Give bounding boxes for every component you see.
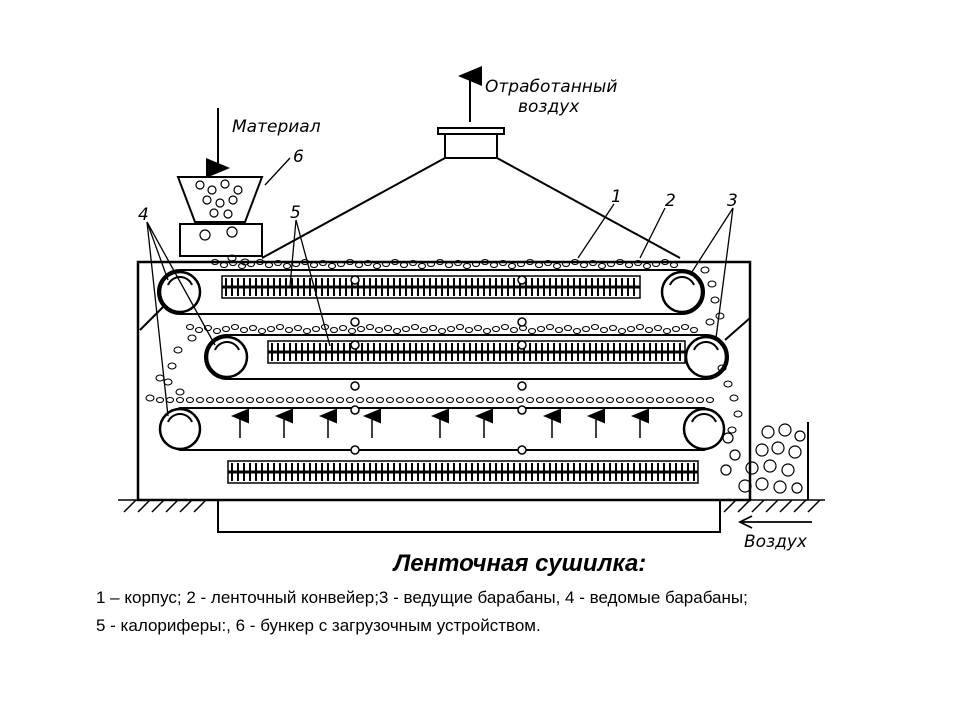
hopper-material xyxy=(195,179,243,241)
heater-3 xyxy=(227,460,699,484)
label-number-1: 1 xyxy=(611,187,622,207)
air-flow-arrows xyxy=(231,408,649,438)
belt-dryer-diagram: Отработанный воздух Материал xyxy=(118,66,825,552)
diagram-title: Ленточная сушилка: xyxy=(393,550,647,577)
ground-left xyxy=(118,499,218,513)
label-number-3: 3 xyxy=(727,191,738,211)
legend-line-2: 5 - калориферы:, 6 - бункер с загрузочны… xyxy=(96,616,541,635)
heater-2 xyxy=(267,340,686,364)
label-material: Материал xyxy=(232,117,321,137)
legend-line-1: 1 – корпус; 2 - ленточный конвейер;3 - в… xyxy=(96,588,748,607)
support-rollers xyxy=(350,275,527,455)
heater-1 xyxy=(221,275,641,299)
exhaust-hood xyxy=(261,127,681,259)
label-number-5: 5 xyxy=(290,203,301,223)
discharge-pile xyxy=(720,422,809,500)
label-number-4: 4 xyxy=(138,205,149,225)
label-exhaust-line2: воздух xyxy=(518,97,580,117)
belt-material xyxy=(145,254,743,434)
bottom-pit xyxy=(217,499,721,533)
air-inlet-arrow xyxy=(737,515,812,529)
label-air: Воздух xyxy=(744,532,808,552)
label-exhaust-line1: Отработанный xyxy=(485,77,617,97)
label-number-2: 2 xyxy=(665,191,676,211)
leader-lines xyxy=(146,157,734,417)
label-number-6: 6 xyxy=(293,147,304,167)
ground-right xyxy=(720,499,825,513)
hopper xyxy=(176,176,264,257)
